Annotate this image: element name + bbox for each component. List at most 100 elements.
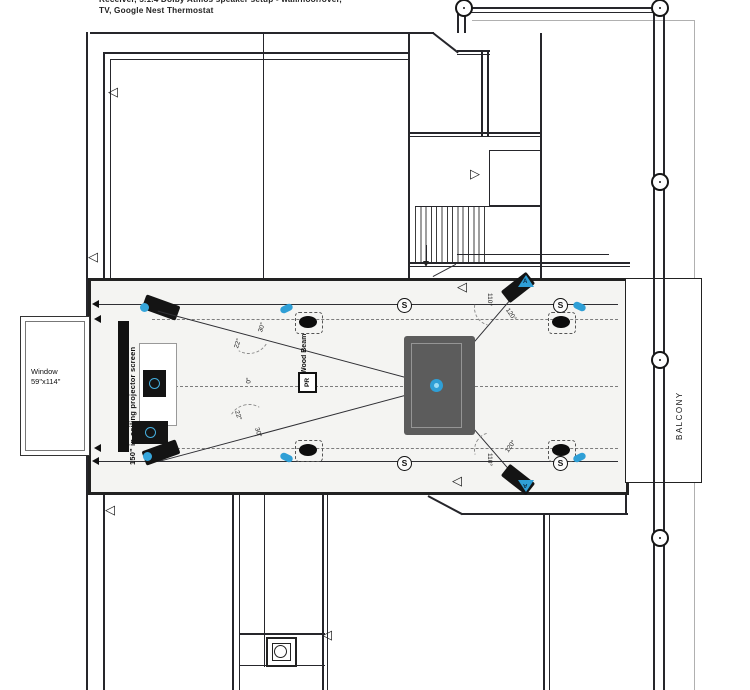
ceiling-speaker [299,444,317,456]
balcony-rail [653,13,655,690]
wall [457,50,490,52]
ceiling-speaker [552,316,570,328]
beam-line [463,12,659,13]
surround-axis-line [96,304,618,306]
section-marker-icon: ◁ [452,473,462,488]
window-size: 59"x114" [31,377,61,387]
center-axis-dashed [150,386,618,387]
stair-arrow-head [423,261,429,267]
wall [481,52,483,136]
stair-landing-line [457,254,609,255]
wall [543,513,545,690]
window-name: Window [31,367,58,376]
axis-arrow-head [92,457,99,465]
wall [327,495,328,690]
axis-arrow-head [92,300,99,308]
stair-landing [489,150,540,151]
stair-direction-arrow [426,245,427,262]
plan-note: Receiver, 5.1.4 Dolby Atmos speaker setu… [99,0,489,16]
ceiling-speaker-box [295,312,323,334]
stair-landing [489,205,540,206]
stair-bottom-wall [408,262,630,264]
column-icon [455,0,473,17]
wall [110,59,111,280]
projector-label: PR [304,377,311,388]
speaker-symbol: S [553,456,568,471]
ceiling-speaker-box [295,440,323,462]
stair-wall-right [540,33,542,280]
speaker-position-dot [143,452,152,461]
axis-anchor [94,444,101,452]
center-channel-icon [149,378,160,389]
subwoofer-icon [145,427,156,438]
window-box [20,316,90,456]
window-box-inner [25,321,85,451]
speaker-symbol: S [397,298,412,313]
wall [457,54,490,55]
wood-beam-label: Wood Beam [301,333,308,374]
stair-wall-left [408,33,410,280]
axis-anchor [94,315,101,323]
projector-screen [118,321,129,452]
wall [239,495,240,690]
listening-position-dot-core [434,383,439,388]
window-label: Window 59"x114" [31,367,83,387]
speaker-axis-dashed [152,319,618,320]
wall [103,495,105,690]
angle-label: 110° [485,293,493,306]
wall [264,495,265,667]
column-stub [457,14,459,33]
surround-marker-icon [518,480,534,492]
stair-landing-wall [408,136,542,137]
section-marker-icon: ◁ [105,502,115,517]
beam-line [463,7,659,9]
shaft-box-inner [272,643,291,661]
surround-marker-letter: A [523,279,528,285]
roof-overhang-line [472,20,694,21]
wall [462,513,628,515]
angle-label: 0° [245,377,253,384]
ceiling-speaker [299,316,317,328]
interior-wall [263,33,264,280]
surround-marker-letter: A [523,482,528,488]
stair-landing [489,150,490,206]
column-icon [651,351,669,369]
wall [110,59,408,60]
wall [549,513,550,690]
wall-chamfer [432,32,459,54]
section-marker-icon: ◁ [88,249,98,264]
surround-axis-line [96,461,618,463]
couch-inner-line [411,343,462,428]
speaker-symbol: S [553,298,568,313]
wall [232,495,234,690]
wall-chamfer [427,495,463,516]
stair-tread-line [415,206,540,207]
wall [103,52,105,280]
speaker-symbol: S [397,456,412,471]
plan-note-line2: TV, Google Nest Thermostat [99,6,214,16]
stair-bottom-wall [408,266,630,267]
wall [104,52,408,54]
wall [240,633,325,635]
column-icon [651,173,669,191]
column-stub [464,14,466,33]
projector-box: PR [298,372,317,393]
section-marker-icon: ◁ [108,84,118,99]
column-icon [651,529,669,547]
surround-marker-icon [518,275,534,287]
shaft-duct-circle [274,645,287,658]
balcony-label: BALCONY [675,391,684,440]
speaker-axis-dashed [152,448,618,449]
plan-note-line1: Receiver, 5.1.4 Dolby Atmos speaker setu… [99,0,489,5]
wall [625,495,627,515]
ceiling-speaker [552,444,570,456]
column-icon [651,0,669,17]
wall [322,495,324,690]
wall [487,52,489,136]
angle-label: 110° [485,453,493,466]
speaker-position-dot [140,303,149,312]
section-marker-icon: ◁ [457,279,467,294]
section-marker-icon: ▷ [470,166,480,181]
wall [90,32,434,34]
